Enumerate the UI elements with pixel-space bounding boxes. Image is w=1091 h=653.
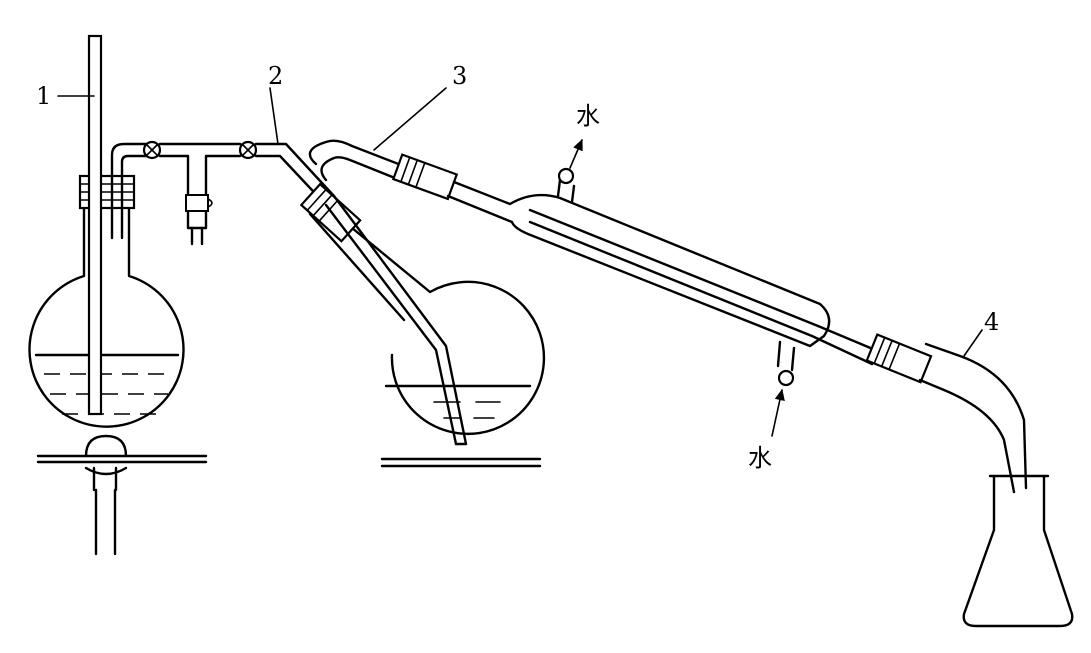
liebig-condenser	[446, 138, 882, 437]
adapter-tube	[865, 333, 1028, 494]
receiving-flask	[962, 474, 1074, 628]
steam-generator-flask	[28, 174, 185, 428]
water-inlet-label: 水	[748, 444, 772, 472]
side-arm	[308, 139, 459, 201]
water-outlet-label: 水	[576, 102, 600, 130]
label-2: 2	[268, 62, 283, 90]
label-3: 3	[452, 62, 467, 90]
steam-delivery-tube	[110, 140, 336, 246]
label-4: 4	[984, 308, 999, 336]
label-1: 1	[36, 82, 51, 110]
distillation-flask	[299, 182, 546, 468]
callouts: 1 2 3 4 水 水	[36, 62, 999, 472]
left-burner	[36, 434, 208, 556]
safety-tube	[87, 34, 103, 416]
